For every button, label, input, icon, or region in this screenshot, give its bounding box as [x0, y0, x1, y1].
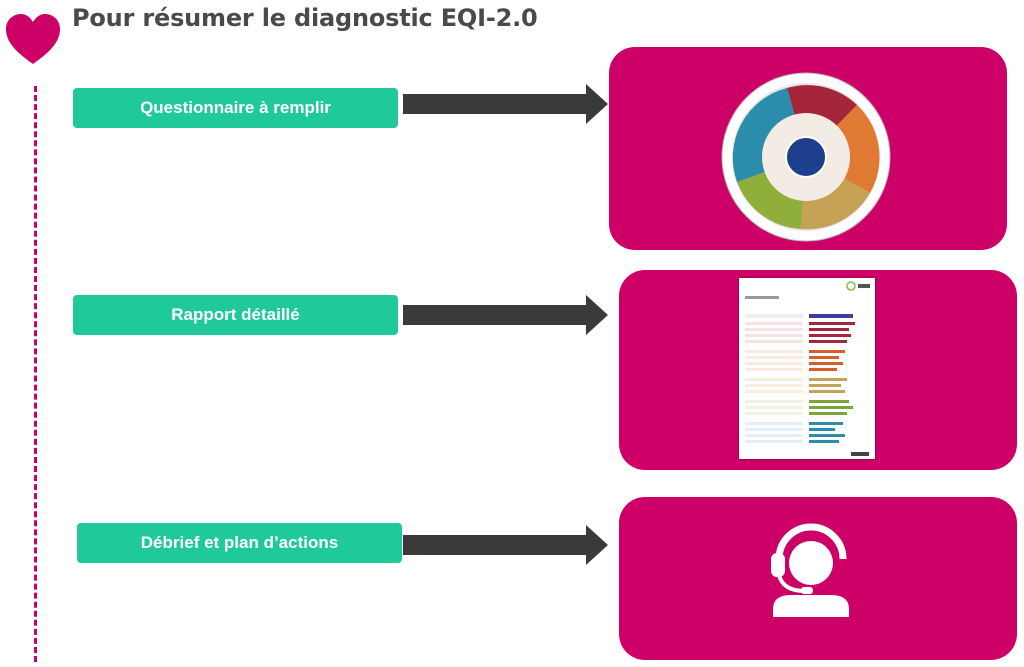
heart-icon: [6, 14, 60, 64]
arrow-right-icon: [403, 525, 608, 565]
arrow-right-icon: [403, 84, 608, 124]
card-questionnaire: [609, 47, 1007, 250]
step-label: Rapport détaillé: [171, 305, 300, 324]
step-label: Questionnaire à remplir: [140, 98, 331, 117]
card-debrief: [619, 497, 1017, 660]
headset-agent-icon: [771, 523, 849, 617]
step-report-label: Rapport détaillé: [73, 295, 398, 335]
step-questionnaire-label: Questionnaire à remplir: [73, 88, 398, 128]
page-title: Pour résumer le diagnostic EQI-2.0: [72, 4, 538, 32]
card-report: [619, 270, 1017, 470]
eqi-wheel-image: [721, 72, 891, 242]
report-thumbnail-image: [739, 278, 875, 459]
step-label: Débrief et plan d’actions: [140, 533, 339, 552]
timeline-dashed-line: [34, 86, 37, 662]
arrow-right-icon: [403, 295, 608, 335]
step-debrief-label: Débrief et plan d’actions: [77, 523, 402, 563]
